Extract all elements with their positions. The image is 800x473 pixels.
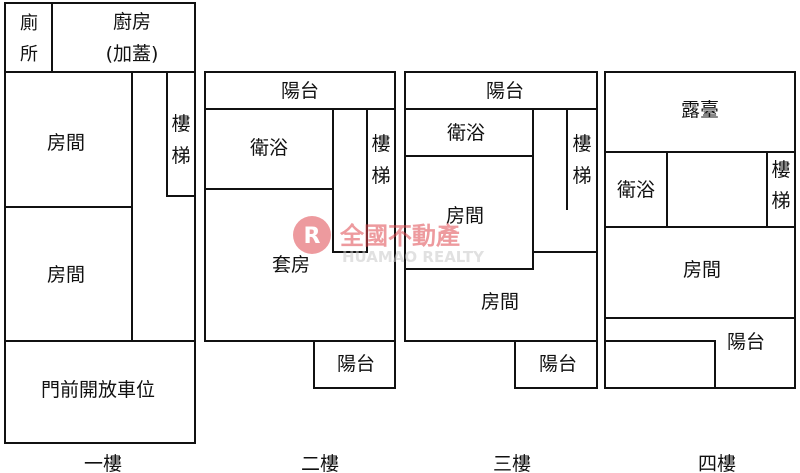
floor-3-room-inner-label: 房間 (446, 205, 484, 227)
floor-3-room-main-label: 房間 (481, 291, 519, 313)
floor-1-kitchen-note: (加蓋) (106, 43, 159, 65)
floor-1-room-upper-label: 房間 (47, 132, 85, 154)
floor-2-balcony-bottom (313, 340, 396, 389)
floor-1-stairs (166, 71, 196, 197)
watermark-brand: 全國不動產 (339, 222, 460, 250)
watermark-latin: HUAMAO REALTY (342, 248, 485, 266)
floor-4-stairs-label-2: 梯 (771, 190, 790, 212)
floor-2-stairs-label-2: 梯 (371, 165, 390, 187)
floor-4: 露臺 衛浴 樓 梯 房間 陽台 四樓 (604, 71, 796, 473)
floor-4-balcony-area (604, 317, 796, 389)
floor-4-terrace-label: 露臺 (681, 99, 719, 121)
floor-4-room-label: 房間 (683, 259, 721, 281)
floor-1-parking-label: 門前開放車位 (41, 379, 155, 401)
floor-2-suite-label: 套房 (272, 254, 310, 276)
floor-1-kitchen-label: 廚房 (113, 10, 151, 33)
floor-1-title: 一樓 (84, 453, 122, 473)
floor-2-title: 二樓 (301, 453, 339, 473)
floor-4-bath (604, 151, 668, 228)
floor-4-stairs-label-1: 樓 (771, 159, 790, 181)
floor-2-balcony-bottom-label: 陽台 (337, 353, 375, 375)
floor-2-balcony-top-label: 陽台 (281, 80, 319, 102)
floor-2-bath-label: 衛浴 (250, 137, 288, 159)
watermark: R 全國不動產 HUAMAO REALTY (293, 216, 485, 266)
floor-4-balcony-label: 陽台 (727, 331, 765, 353)
floor-3-balcony-bottom-label: 陽台 (539, 353, 577, 375)
floor-2-stairs-label-1: 樓 (371, 133, 390, 155)
floor-3-balcony-bottom (514, 340, 598, 389)
floor-1-toilet-label-2: 所 (20, 44, 38, 65)
floor-4-balcony (604, 318, 796, 389)
floor-2: 陽台 衛浴 樓 梯 套房 陽台 二樓 (204, 71, 396, 473)
floor-3-bath-label: 衛浴 (447, 122, 485, 144)
floor-1-toilet-label-1: 廁 (20, 12, 38, 34)
floor-1-stairs-label-1: 樓 (171, 113, 190, 135)
svg-text:R: R (304, 224, 321, 249)
floor-3-balcony-top-label: 陽台 (486, 80, 524, 102)
floor-4-bath-label: 衛浴 (617, 179, 655, 201)
floor-1-stairs-label-2: 梯 (171, 145, 190, 167)
floor-3-stairs-label-1: 樓 (572, 133, 591, 155)
floor-1-room-lower-label: 房間 (47, 264, 85, 286)
floor-3-title: 三樓 (493, 453, 531, 473)
floor-1-outline (4, 2, 196, 444)
floor-3: 陽台 衛浴 樓 梯 房間 房間 陽台 三樓 (404, 71, 598, 473)
floor-1: 廁 所 廚房 (加蓋) 樓 梯 房間 房間 門前開放車位 一樓 (4, 2, 196, 473)
floor-3-stairs-label-2: 梯 (572, 165, 591, 187)
floor-2-stairs (332, 108, 368, 253)
r-logo-icon: R (293, 216, 331, 254)
floor-4-title: 四樓 (698, 453, 736, 473)
floor-3-stair-zone (532, 108, 598, 253)
